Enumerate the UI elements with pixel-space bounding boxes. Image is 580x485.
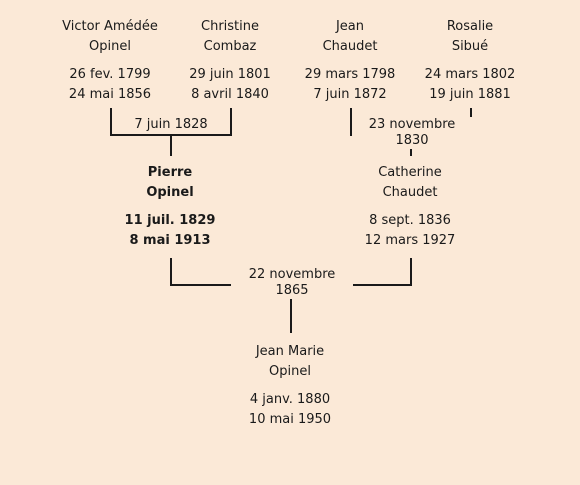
person-birth-date: 26 fev. 1799	[69, 67, 151, 82]
person-death-date: 7 juin 1872	[313, 87, 387, 102]
person-last-name: Chaudet	[322, 39, 378, 54]
person-first-name: Christine	[201, 19, 259, 34]
person-birth-date: 24 mars 1802	[424, 67, 516, 82]
person-victor-amedee-opinel: Victor Amédée Opinel 26 fev. 1799 24 mai…	[40, 17, 180, 105]
person-death-date: 24 mai 1856	[68, 87, 152, 102]
person-death-date: 8 mai 1913	[129, 233, 211, 248]
person-death-date: 10 mai 1950	[248, 412, 332, 427]
person-first-name: Jean Marie	[255, 344, 325, 359]
person-death-date: 12 mars 1927	[364, 233, 456, 248]
person-first-name: Pierre	[147, 165, 193, 180]
person-last-name: Opinel	[269, 364, 311, 379]
person-first-name: Jean	[335, 19, 365, 34]
connector-line	[410, 258, 412, 286]
person-last-name: Chaudet	[382, 185, 438, 200]
person-last-name: Opinel	[89, 39, 131, 54]
person-jean-chaudet: Jean Chaudet 29 mars 1798 7 juin 1872	[280, 17, 420, 105]
person-first-name: Victor Amédée	[62, 19, 158, 34]
person-death-date: 19 juin 1881	[429, 87, 511, 102]
connector-line	[350, 108, 352, 136]
person-birth-date: 11 juil. 1829	[124, 213, 216, 228]
person-last-name: Sibué	[451, 39, 489, 54]
person-jean-marie-opinel: Jean Marie Opinel 4 janv. 1880 10 mai 19…	[220, 342, 360, 430]
person-birth-date: 29 juin 1801	[189, 67, 271, 82]
person-death-date: 8 avril 1840	[191, 87, 269, 102]
connector-line	[170, 258, 172, 286]
marriage-date-chaudet-sibue: 23 novembre 1830	[352, 117, 472, 149]
person-catherine-chaudet: Catherine Chaudet 8 sept. 1836 12 mars 1…	[340, 163, 480, 251]
person-last-name: Opinel	[146, 185, 194, 200]
person-last-name: Combaz	[203, 39, 257, 54]
person-first-name: Rosalie	[446, 19, 494, 34]
connector-line	[170, 134, 172, 156]
person-birth-date: 4 janv. 1880	[249, 392, 331, 407]
person-first-name: Catherine	[378, 165, 442, 180]
connector-line	[290, 284, 292, 333]
person-pierre-opinel: Pierre Opinel 11 juil. 1829 8 mai 1913	[100, 163, 240, 251]
marriage-date-opinel-chaudet: 22 novembre 1865	[231, 267, 353, 299]
marriage-date-opinel-combaz: 7 juin 1828	[131, 117, 211, 133]
person-birth-date: 29 mars 1798	[304, 67, 396, 82]
connector-line	[110, 108, 112, 136]
person-birth-date: 8 sept. 1836	[369, 213, 451, 228]
connector-line	[230, 108, 232, 136]
person-rosalie-sibue: Rosalie Sibué 24 mars 1802 19 juin 1881	[400, 17, 540, 105]
person-christine-combaz: Christine Combaz 29 juin 1801 8 avril 18…	[160, 17, 300, 105]
